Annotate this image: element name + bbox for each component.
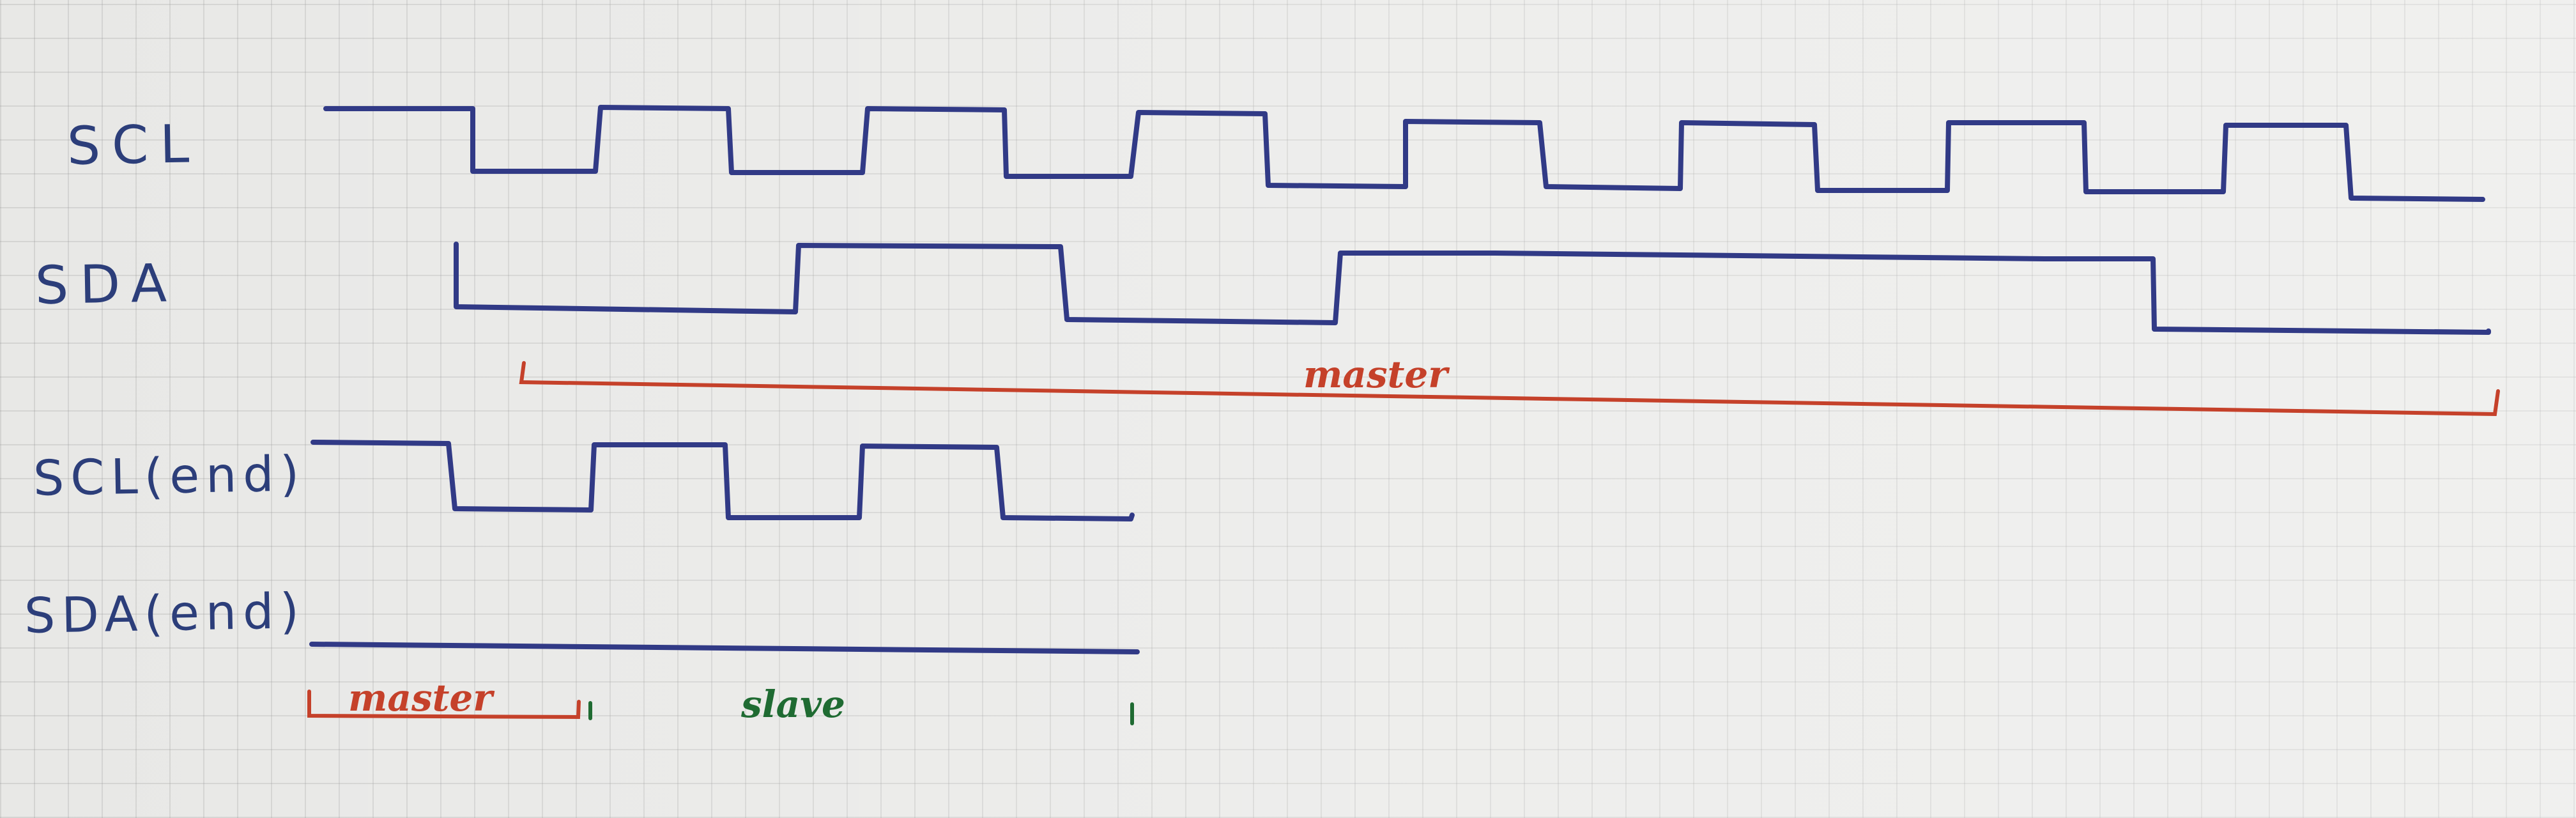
master-bracket-bottom: [307, 690, 581, 720]
scl-end-waveform: [310, 440, 1135, 521]
master-bracket-top: [519, 361, 2500, 417]
sda-waveform: [454, 242, 2491, 335]
master-annotation-top: master: [1303, 353, 1448, 396]
sda-end-waveform: [309, 642, 1140, 654]
master-annotation-bottom: master: [348, 676, 493, 720]
slave-annotation: slave: [741, 683, 845, 726]
scl-waveform: [323, 105, 2485, 202]
